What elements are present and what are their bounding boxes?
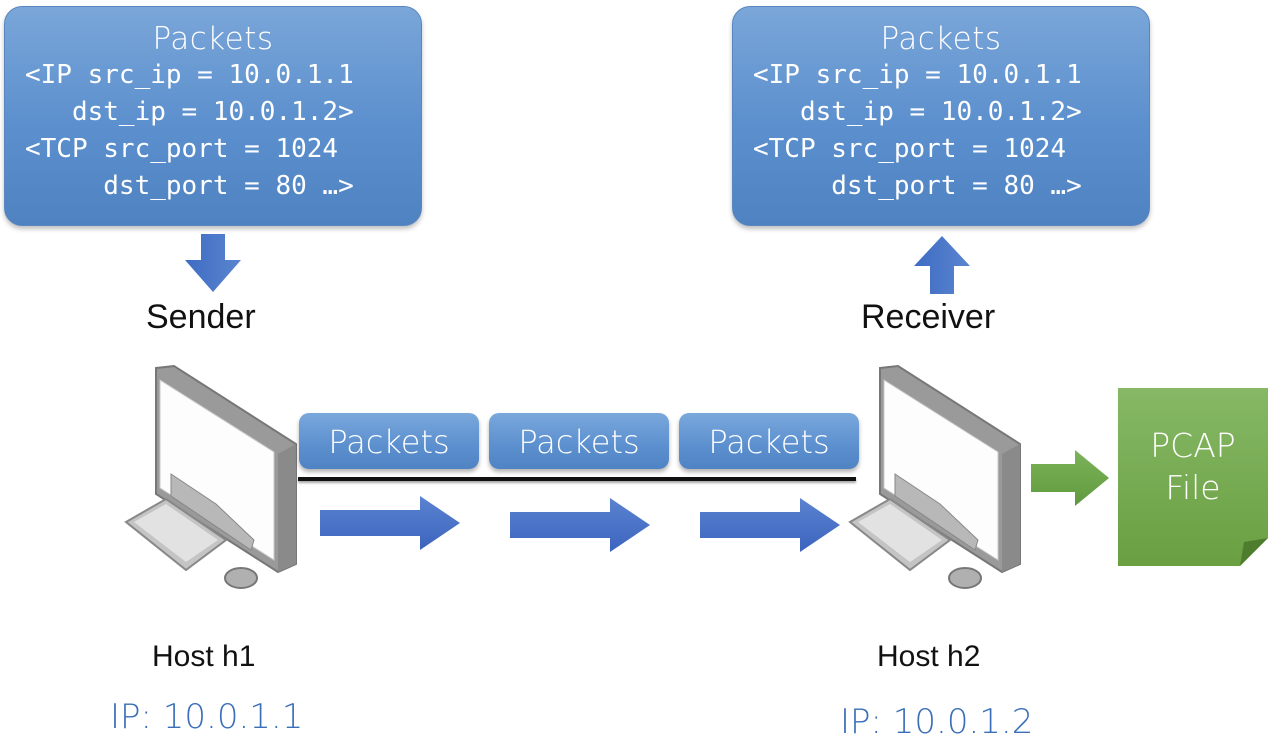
sender-label: Sender — [146, 298, 256, 336]
packet-field-line: <IP src_ip = 10.0.1.1 — [753, 60, 1082, 90]
receiver-ip: IP: 10.0.1.2 — [840, 702, 1034, 742]
packet-field-line: <TCP src_port = 1024 — [25, 134, 339, 164]
packet-field-line: <TCP src_port = 1024 — [753, 134, 1067, 164]
network-link-line — [298, 477, 856, 481]
link-packet-chip: Packets — [679, 413, 859, 469]
up-arrow-icon — [914, 236, 970, 294]
packet-field-line: <IP src_ip = 10.0.1.1 — [25, 60, 354, 90]
green-right-arrow-icon — [1031, 450, 1109, 506]
packet-field-line: dst_port = 80 …> — [25, 171, 354, 201]
link-packet-chip: Packets — [299, 413, 479, 469]
pcap-file-label-line2: File — [1165, 468, 1221, 507]
pcap-file-icon — [1118, 388, 1268, 566]
link-packet-chip: Packets — [489, 413, 669, 469]
receiver-host-name: Host h2 — [877, 640, 981, 673]
sender-packet-box-title: Packets — [152, 21, 274, 57]
receiver-label: Receiver — [861, 298, 996, 336]
sender-ip: IP: 10.0.1.1 — [110, 697, 304, 737]
right-arrow-icon — [320, 496, 460, 550]
sender-packet-box: Packets <IP src_ip = 10.0.1.1 dst_ip = 1… — [4, 6, 422, 226]
packet-field-line: dst_ip = 10.0.1.2> — [753, 97, 1082, 127]
receiver-packet-box: Packets <IP src_ip = 10.0.1.1 dst_ip = 1… — [732, 6, 1150, 226]
packet-field-line: dst_ip = 10.0.1.2> — [25, 97, 354, 127]
sender-computer-icon — [124, 364, 297, 589]
right-arrow-icon — [700, 498, 840, 552]
right-arrow-icon — [510, 498, 650, 552]
receiver-computer-icon — [848, 364, 1021, 589]
down-arrow-icon — [185, 234, 241, 292]
packet-field-line: dst_port = 80 …> — [753, 171, 1082, 201]
sender-host-name: Host h1 — [152, 640, 256, 673]
pcap-file-label-line1: PCAP — [1150, 426, 1236, 465]
receiver-packet-box-title: Packets — [880, 21, 1002, 57]
